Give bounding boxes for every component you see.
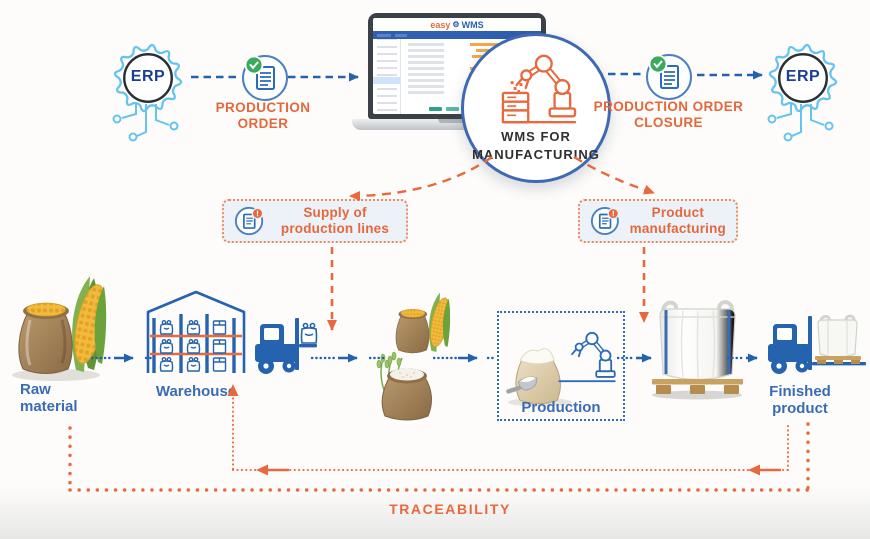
wms-circle-label: WMS FOR MANUFACTURING	[472, 129, 600, 162]
supply-production-lines-box: Supply of production lines	[222, 199, 408, 243]
task-document-icon	[590, 207, 620, 235]
document-check-icon	[646, 54, 692, 100]
product-manufacturing-box: Product manufacturing	[578, 199, 738, 243]
erp-right: ERP	[759, 34, 847, 122]
forklift-icon	[255, 318, 318, 374]
forklift-bag-icon	[768, 314, 866, 374]
big-bag-image	[650, 295, 745, 400]
erp-right-label: ERP	[785, 68, 821, 85]
supply-sacks-image	[372, 290, 462, 422]
logo-easy: easy	[430, 19, 451, 30]
easywms-logo: easy⚙WMS	[373, 18, 541, 31]
warehouse-label: Warehouse	[155, 383, 237, 400]
robot-arm-icon	[501, 54, 577, 124]
production-box: Production	[497, 311, 625, 421]
bulk-bag-pallet-image	[652, 300, 743, 400]
supply-production-lines-label: Supply of production lines	[280, 204, 390, 236]
circuit-lines-left	[112, 104, 179, 142]
production-order-closure-icon	[644, 52, 694, 102]
laptop-base	[352, 119, 562, 130]
production-order-closure-label: PRODUCTION ORDER CLOSURE	[593, 99, 744, 131]
product-manufacturing-label: Product manufacturing	[629, 204, 726, 236]
raw-material-image	[6, 272, 120, 382]
circuit-lines-right	[767, 104, 834, 142]
gear-icon	[113, 43, 183, 113]
screen-menubar	[373, 31, 541, 39]
logo-wms: WMS	[461, 19, 484, 30]
robot-arm-icon	[558, 331, 616, 383]
forklift-supply	[247, 316, 319, 376]
flour-sack-image	[506, 348, 573, 407]
raw-material-label: Raw material	[20, 381, 78, 416]
warehouse-icon	[146, 290, 246, 375]
traceability-outer-loop	[68, 422, 810, 492]
logo-gear-icon: ⚙	[452, 19, 460, 29]
forklift-finished	[762, 312, 868, 378]
corn-sack-image	[12, 276, 107, 381]
task-document-icon	[234, 206, 264, 236]
production-label: Production	[521, 399, 601, 416]
document-check-icon	[242, 55, 288, 101]
erp-left: ERP	[104, 34, 192, 122]
production-order-icon	[240, 53, 290, 103]
gear-icon	[768, 43, 838, 113]
screen-sidebar	[373, 39, 401, 114]
finished-product-label: Finished product	[769, 383, 831, 418]
traceability-label: TRACEABILITY	[389, 501, 511, 517]
warehouse-rack-icon	[146, 290, 246, 373]
production-order-label: PRODUCTION ORDER	[215, 100, 311, 132]
corn-and-grain-sacks	[376, 292, 451, 421]
page-bottom-fade	[0, 487, 870, 539]
erp-left-label: ERP	[130, 68, 166, 85]
